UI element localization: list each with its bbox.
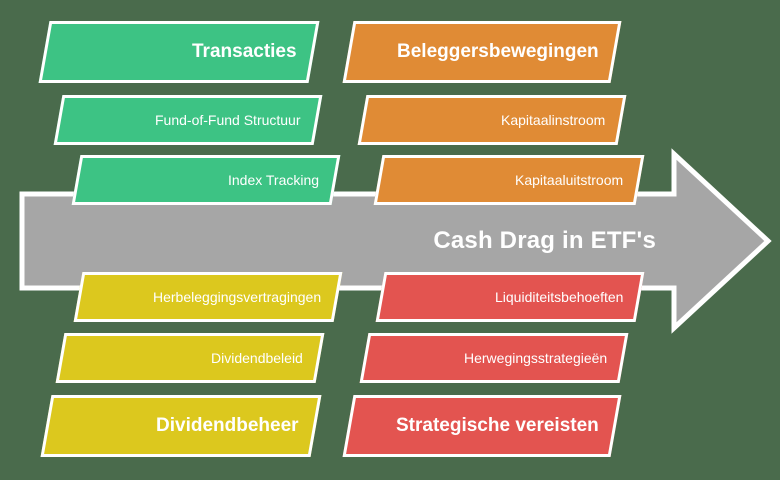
branch-item-label: Kapitaalinstroom bbox=[500, 112, 605, 128]
branch-item-fund-of-fund-structuur[interactable]: Fund-of-Fund Structuur bbox=[53, 95, 323, 145]
branch-item-label: Dividendbeleid bbox=[211, 350, 303, 366]
branch-item-index-tracking[interactable]: Index Tracking bbox=[71, 155, 341, 205]
branch-item-label: Kapitaaluitstroom bbox=[514, 172, 623, 188]
branch-item-herbeleggingsvertragingen[interactable]: Herbeleggingsvertragingen bbox=[73, 272, 343, 322]
branch-header-label: Strategische vereisten bbox=[396, 415, 599, 436]
branch-item-label: Fund-of-Fund Structuur bbox=[155, 112, 301, 128]
branch-item-label: Index Tracking bbox=[227, 172, 319, 188]
branch-header-label: Dividendbeheer bbox=[156, 415, 299, 436]
branch-item-label: Herwegingsstrategieën bbox=[463, 350, 607, 366]
branch-header-label: Transacties bbox=[192, 41, 297, 62]
branch-header-dividendbeheer[interactable]: Dividendbeheer bbox=[40, 395, 322, 457]
branch-item-dividendbeleid[interactable]: Dividendbeleid bbox=[55, 333, 325, 383]
branch-header-label: Beleggersbewegingen bbox=[397, 41, 599, 62]
branch-header-beleggersbewegingen[interactable]: Beleggersbewegingen bbox=[342, 21, 622, 83]
branch-item-label: Liquiditeitsbehoeften bbox=[494, 289, 623, 305]
branch-header-transacties[interactable]: Transacties bbox=[38, 21, 320, 83]
branch-item-label: Herbeleggingsvertragingen bbox=[152, 289, 321, 305]
branch-item-liquiditeitsbehoeften[interactable]: Liquiditeitsbehoeften bbox=[375, 272, 645, 322]
branch-item-kapitaalinstroom[interactable]: Kapitaalinstroom bbox=[357, 95, 627, 145]
branch-item-kapitaaluitstroom[interactable]: Kapitaaluitstroom bbox=[373, 155, 645, 205]
branch-item-herwegingsstrategieen[interactable]: Herwegingsstrategieën bbox=[359, 333, 629, 383]
branch-header-strategische-vereisten[interactable]: Strategische vereisten bbox=[342, 395, 622, 457]
